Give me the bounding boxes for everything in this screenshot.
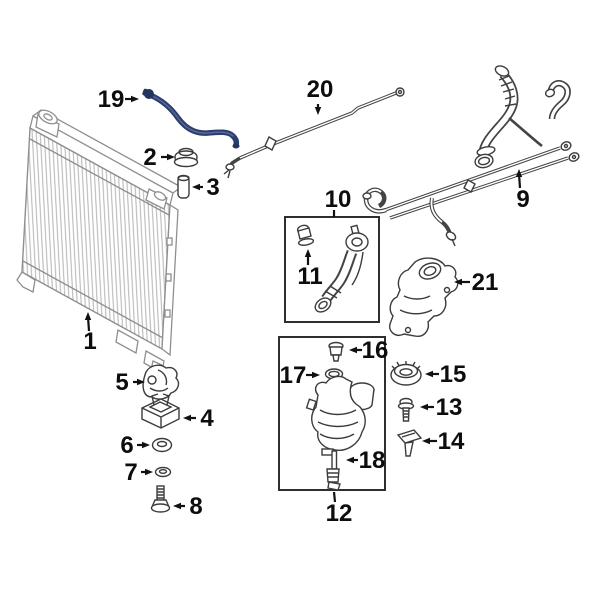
mount-bolt-illustration[interactable]: [150, 485, 171, 513]
callout-17-label[interactable]: 17: [280, 362, 307, 389]
callout-11-label[interactable]: 11: [297, 263, 322, 290]
callout-15-label[interactable]: 15: [440, 361, 467, 388]
callout-18[interactable]: 18: [346, 447, 385, 474]
callout-12-label[interactable]: 12: [326, 500, 353, 527]
mount-insulator-illustration[interactable]: [141, 393, 180, 429]
callout-14[interactable]: 14: [422, 428, 465, 455]
callout-9[interactable]: 9: [515, 169, 530, 213]
callout-1-label[interactable]: 1: [83, 328, 96, 355]
callout-5-label[interactable]: 5: [115, 369, 128, 396]
hose-assembly-illustration[interactable]: [362, 64, 580, 247]
callout-13[interactable]: 13: [420, 394, 462, 421]
kit-box-12[interactable]: [278, 336, 386, 491]
callout-14-label[interactable]: 14: [438, 428, 465, 455]
water-outlet-connector-illustration[interactable]: [389, 257, 459, 337]
callout-7[interactable]: 7: [124, 459, 153, 486]
callout-8-label[interactable]: 8: [189, 493, 202, 520]
callout-6[interactable]: 6: [120, 432, 150, 459]
bleed-screw-illustration[interactable]: [328, 341, 344, 362]
overflow-hose-highlighted[interactable]: [142, 88, 240, 149]
callout-5[interactable]: 5: [115, 369, 145, 396]
overflow-pipe-illustration[interactable]: [223, 87, 405, 179]
callout-21-label[interactable]: 21: [472, 269, 499, 296]
callout-2-label[interactable]: 2: [143, 144, 156, 171]
callout-15[interactable]: 15: [425, 361, 466, 388]
callout-16-label[interactable]: 16: [362, 337, 389, 364]
reservoir-bolt-illustration[interactable]: [397, 397, 415, 422]
grommet-illustration[interactable]: [151, 437, 173, 453]
cap-illustration[interactable]: [173, 147, 199, 168]
callout-11[interactable]: 11: [297, 249, 323, 290]
callout-19[interactable]: 19: [98, 86, 139, 113]
kit-box-10[interactable]: [284, 216, 380, 323]
callout-4[interactable]: 4: [183, 405, 214, 432]
callout-16[interactable]: 16: [349, 337, 388, 364]
plug-illustration[interactable]: [177, 174, 190, 199]
callout-10-label[interactable]: 10: [325, 186, 352, 213]
callout-19-label[interactable]: 19: [98, 86, 125, 113]
callout-3-label[interactable]: 3: [206, 174, 219, 201]
radiator-illustration[interactable]: [16, 107, 183, 382]
reservoir-housing-illustration[interactable]: [305, 375, 375, 456]
callout-2[interactable]: 2: [143, 144, 175, 171]
callout-8[interactable]: 8: [173, 493, 203, 520]
callout-10[interactable]: 10: [325, 186, 352, 217]
callout-18-label[interactable]: 18: [359, 447, 386, 474]
callout-4-label[interactable]: 4: [200, 405, 214, 432]
temperature-sensor-illustration[interactable]: [296, 224, 315, 246]
callout-17[interactable]: 17: [280, 362, 320, 389]
callout-7-label[interactable]: 7: [124, 459, 137, 486]
washer-illustration[interactable]: [154, 466, 172, 478]
pressure-cap-illustration[interactable]: [390, 361, 422, 386]
callout-20[interactable]: 20: [307, 76, 334, 115]
mount-bracket-illustration[interactable]: [142, 364, 180, 400]
callout-20-label[interactable]: 20: [307, 76, 334, 103]
callout-13-label[interactable]: 13: [436, 394, 463, 421]
callout-9-label[interactable]: 9: [516, 186, 529, 213]
callout-1[interactable]: 1: [83, 312, 97, 355]
callout-6-label[interactable]: 6: [120, 432, 133, 459]
water-outlet-pipe-illustration[interactable]: [313, 224, 369, 314]
level-sensor-illustration[interactable]: [326, 450, 341, 491]
callout-3[interactable]: 3: [192, 174, 220, 201]
callout-21[interactable]: 21: [454, 269, 498, 296]
callout-12[interactable]: 12: [326, 491, 353, 527]
retainer-clip-illustration[interactable]: [396, 429, 423, 457]
